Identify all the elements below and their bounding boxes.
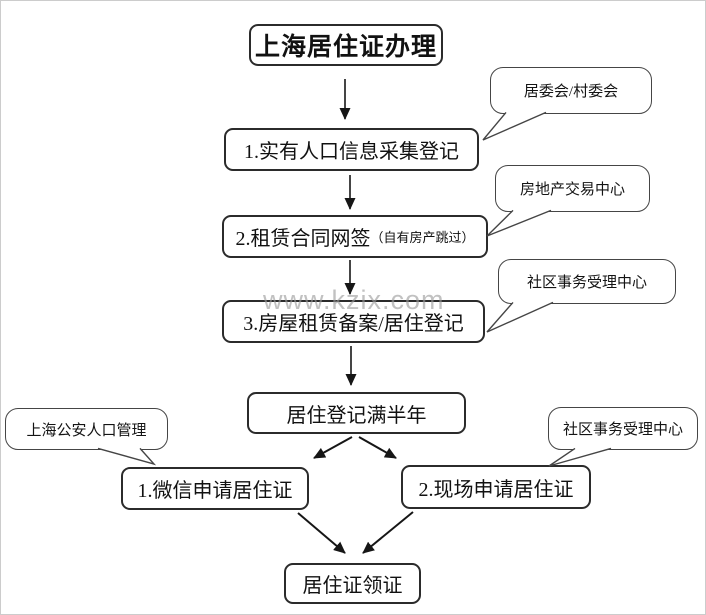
callout-police-label: 上海公安人口管理 xyxy=(26,422,147,439)
arrow-halfyear-to-wechat xyxy=(313,436,353,459)
step1-label: 1.实有人口信息采集登记 xyxy=(244,141,459,163)
callout-real-estate: 房地产交易中心 xyxy=(495,165,650,212)
callout-real-estate-label: 房地产交易中心 xyxy=(519,182,625,198)
apply-wechat-label: 1.微信申请居住证 xyxy=(137,480,293,502)
callout-committee: 居委会/村委会 xyxy=(490,67,652,114)
apply-onsite-box: 2.现场申请居住证 xyxy=(401,465,591,509)
title-label: 上海居住证办理 xyxy=(254,34,437,61)
final-box: 居住证领证 xyxy=(284,563,421,604)
arrow-halfyear-to-onsite xyxy=(358,436,397,459)
callout-community-bottom: 社区事务受理中心 xyxy=(548,407,698,450)
watermark-text: www.kzix.com xyxy=(263,285,445,315)
arrow-wechat-to-final xyxy=(297,512,346,554)
arrow-onsite-to-final xyxy=(362,511,414,554)
step3-box: 3.房屋租赁备案/居住登记 xyxy=(222,300,485,343)
step3-label: 3.房屋租赁备案/居住登记 xyxy=(243,313,464,335)
apply-wechat-box: 1.微信申请居住证 xyxy=(121,467,309,510)
step2-note: （自有房产跳过） xyxy=(370,230,475,245)
final-label: 居住证领证 xyxy=(302,575,403,597)
half-year-label: 居住登记满半年 xyxy=(286,404,427,427)
callout-committee-label: 居委会/村委会 xyxy=(523,84,619,100)
step1-box: 1.实有人口信息采集登记 xyxy=(224,128,479,171)
callout-community-bottom-label: 社区事务受理中心 xyxy=(562,422,683,438)
tail-police xyxy=(97,447,157,466)
callout-community-top-label: 社区事务受理中心 xyxy=(526,275,647,291)
half-year-box: 居住登记满半年 xyxy=(247,392,466,434)
tail-community-top xyxy=(486,301,554,333)
apply-onsite-label: 2.现场申请居住证 xyxy=(418,478,574,501)
callout-community-top: 社区事务受理中心 xyxy=(498,259,676,304)
step2-box: 2.租赁合同网签（自有房产跳过） xyxy=(222,215,488,258)
tail-committee xyxy=(482,111,547,141)
title-box: 上海居住证办理 xyxy=(249,24,443,66)
step2-label: 2.租赁合同网签 xyxy=(235,228,371,250)
callout-police: 上海公安人口管理 xyxy=(5,408,168,450)
tail-community-bottom xyxy=(548,447,612,467)
tail-real-estate xyxy=(486,209,552,237)
